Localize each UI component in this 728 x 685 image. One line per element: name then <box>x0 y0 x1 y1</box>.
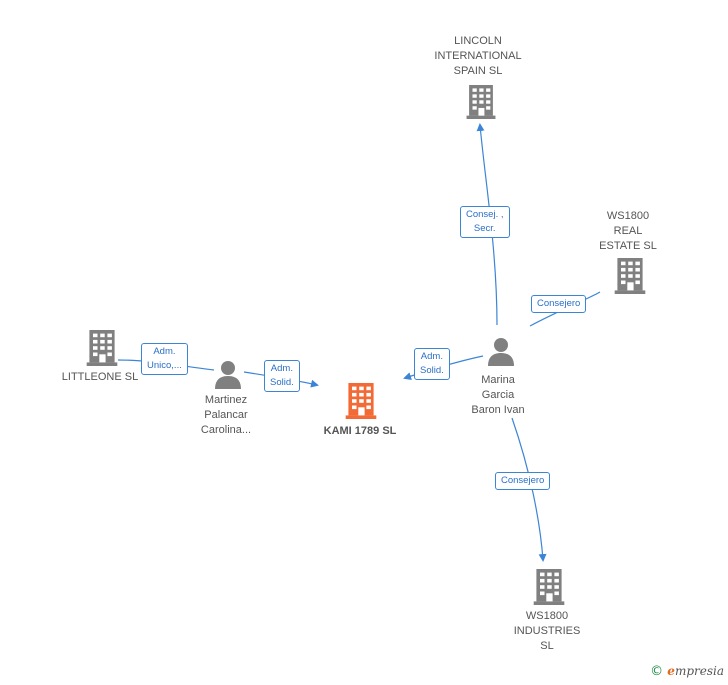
edge-label-adm-solid: Adm. Solid. <box>264 360 300 392</box>
edge-marina-ws1800ind <box>511 417 547 562</box>
node-label: Marina Garcia Baron Ivan <box>471 374 525 416</box>
brand-footer[interactable]: © empresia <box>650 664 724 679</box>
edge-label-consejero: Consejero <box>531 295 587 313</box>
node-ws1800-industries[interactable]: WS1800 INDUSTRIES SL <box>497 609 597 654</box>
building-icon <box>345 383 377 419</box>
node-kami[interactable]: KAMI 1789 SL <box>300 424 420 439</box>
copyright-icon: © <box>650 664 664 679</box>
node-littleone[interactable]: LITTLEONE SL <box>50 370 150 385</box>
node-label: LINCOLN INTERNATIONAL SPAIN SL <box>434 35 522 77</box>
node-ws1800-real-estate[interactable]: WS1800 REAL ESTATE SL <box>578 209 678 254</box>
node-marina[interactable]: Marina Garcia Baron Ivan <box>448 373 548 418</box>
building-icon <box>614 258 646 294</box>
building-icon <box>533 569 565 605</box>
person-icon <box>215 361 241 389</box>
person-icon <box>488 338 514 366</box>
edge-label-adm-unico: Adm. Unico,... <box>141 343 188 375</box>
building-icon <box>86 330 118 366</box>
node-label: WS1800 INDUSTRIES SL <box>513 610 581 652</box>
node-label: LITTLEONE SL <box>61 371 139 383</box>
node-label-main: KAMI 1789 SL <box>323 425 397 437</box>
brand-logo: empresia <box>667 664 724 678</box>
node-martinez[interactable]: Martinez Palancar Carolina... <box>176 393 276 438</box>
node-label: Martinez Palancar Carolina... <box>200 394 252 436</box>
node-lincoln[interactable]: LINCOLN INTERNATIONAL SPAIN SL <box>418 34 538 79</box>
edge-label-adm-solid: Adm. Solid. <box>414 348 450 380</box>
node-label: WS1800 REAL ESTATE SL <box>599 210 657 252</box>
edge-label-consejero: Consejero <box>495 472 551 490</box>
edge-label-consej-secr: Consej. , Secr. <box>460 206 510 238</box>
building-icon <box>466 85 496 119</box>
